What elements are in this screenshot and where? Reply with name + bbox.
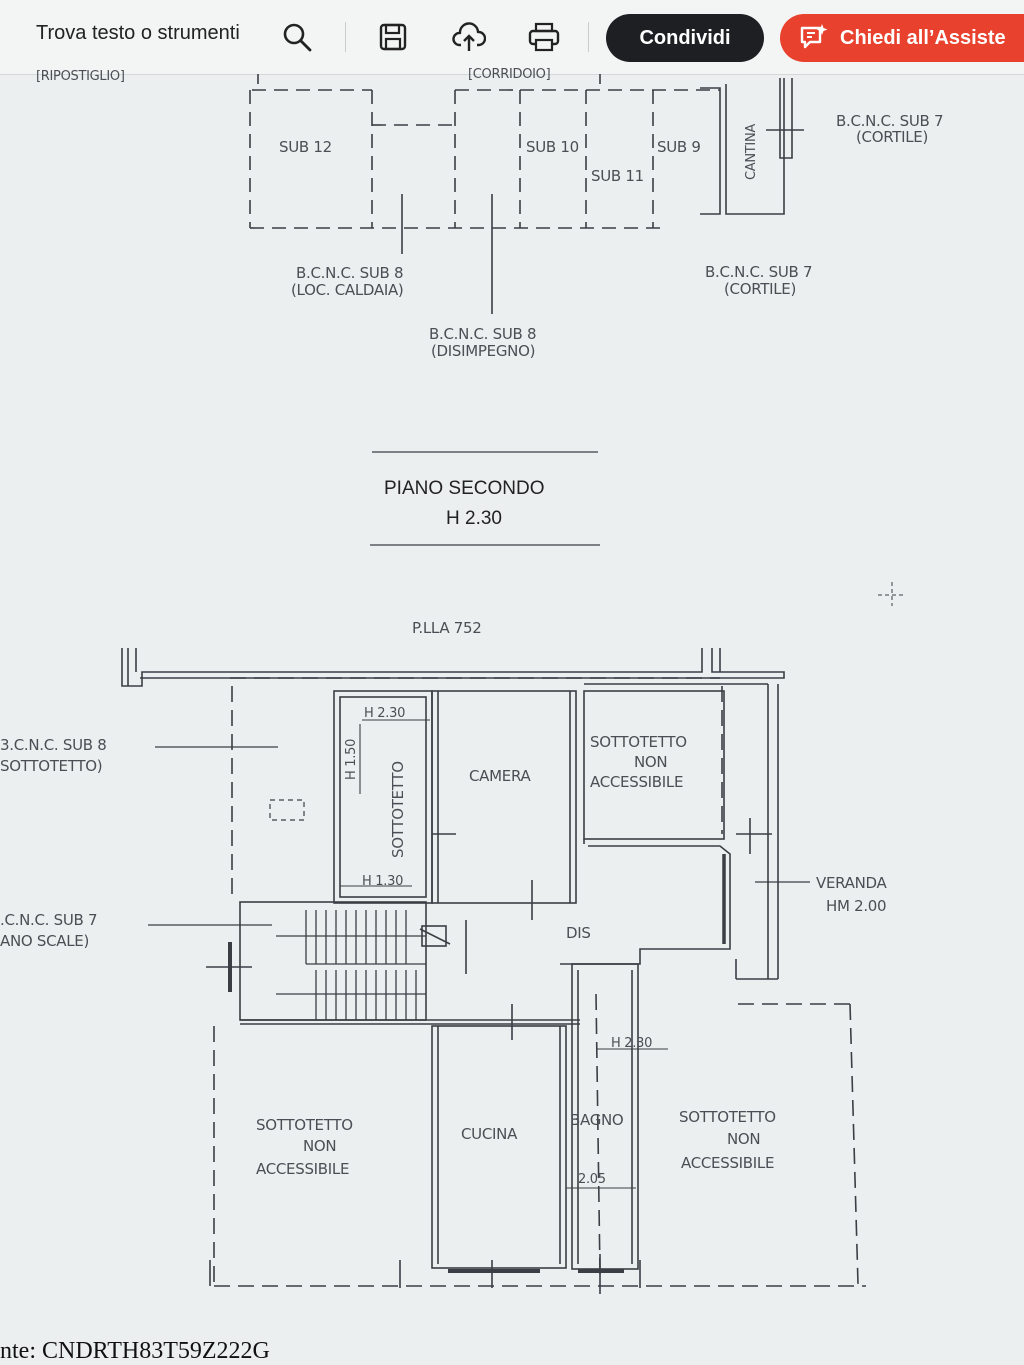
top-toolbar: Trova testo o strumenti Condividi Chiedi… — [0, 0, 1024, 75]
bcnc-sub8-disimpegno-label-2: (DISIMPEGNO) — [431, 342, 536, 360]
bcnc-sub8-caldaia-label-1: B.C.N.C. SUB 8 — [296, 264, 404, 282]
toolbar-separator — [588, 22, 589, 52]
print-icon[interactable] — [527, 20, 561, 54]
veranda-label-1: VERANDA — [816, 874, 887, 892]
bcnc-sub8-sottotetto-label-2: SOTTOTETTO) — [0, 757, 103, 775]
toolbar-separator — [345, 22, 346, 52]
find-text-tools-label[interactable]: Trova testo o strumenti — [36, 22, 240, 44]
bcnc-sub7-cortile-label-2: (CORTILE) — [724, 280, 797, 298]
cucina-label: CUCINA — [461, 1125, 518, 1143]
sottotetto-non-accessibile-left-3: ACCESSIBILE — [256, 1160, 350, 1178]
corridoio-label: [CORRIDOIO] — [468, 67, 551, 82]
bcnc-sub7-scale-label-2: ANO SCALE) — [0, 932, 89, 950]
camera-label: CAMERA — [469, 767, 531, 785]
bcnc-sub7-scale-label-1: .C.N.C. SUB 7 — [0, 911, 98, 929]
sottotetto-vertical-label: SOTTOTETTO — [389, 761, 407, 858]
search-icon[interactable] — [280, 20, 314, 54]
bcnc-sub7-cortile-label-1: B.C.N.C. SUB 7 — [705, 263, 813, 281]
dimension-h130: H 1.30 — [362, 874, 404, 889]
bcnc-sub8-caldaia-label-2: (LOC. CALDAIA) — [291, 281, 404, 299]
plla-label: P.LLA 752 — [412, 619, 482, 637]
ripostiglio-label: [RIPOSTIGLIO] — [36, 69, 125, 84]
sottotetto-non-accessibile-top-3: ACCESSIBILE — [590, 773, 684, 791]
sub9-label: SUB 9 — [657, 138, 701, 156]
floor-title: PIANO SECONDO — [384, 478, 545, 499]
floor-height: H 2.30 — [446, 508, 502, 529]
cloud-upload-icon[interactable] — [452, 20, 486, 54]
dimension-205: 2.05 — [578, 1172, 606, 1187]
save-icon[interactable] — [376, 20, 410, 54]
sottotetto-non-accessibile-right-3: ACCESSIBILE — [681, 1154, 775, 1172]
floor-plan-drawing — [121, 74, 905, 1294]
ask-ai-assistant-button[interactable]: Chiedi all’Assiste — [780, 14, 1024, 62]
ai-assistant-icon — [800, 24, 828, 49]
bcnc-sub8-sottotetto-label-1: 3.C.N.C. SUB 8 — [0, 736, 107, 754]
sottotetto-non-accessibile-left-1: SOTTOTETTO — [256, 1116, 353, 1134]
sottotetto-non-accessibile-right-2: NON — [727, 1130, 761, 1148]
sottotetto-non-accessibile-right-1: SOTTOTETTO — [679, 1108, 776, 1126]
dimension-h150: H 1.50 — [344, 738, 359, 780]
sub12-label: SUB 12 — [279, 138, 332, 156]
cantina-label: CANTINA — [744, 124, 759, 180]
sub10-label: SUB 10 — [526, 138, 579, 156]
sub11-label: SUB 11 — [591, 167, 644, 185]
ask-ai-assistant-label: Chiedi all’Assiste — [840, 26, 1006, 49]
veranda-label-2: HM 2.00 — [826, 897, 887, 915]
sottotetto-non-accessibile-top-2: NON — [634, 753, 668, 771]
bcnc-sub7-cortile-right-label-2: (CORTILE) — [856, 128, 929, 146]
bcnc-sub7-cortile-right-label-1: B.C.N.C. SUB 7 — [836, 112, 944, 130]
dis-label: DIS — [566, 924, 591, 942]
sottotetto-non-accessibile-top-1: SOTTOTETTO — [590, 733, 687, 751]
bcnc-sub8-disimpegno-label-1: B.C.N.C. SUB 8 — [429, 325, 537, 343]
dimension-h230-top: H 2.30 — [364, 706, 406, 721]
dimension-h230-bagno: H 2.30 — [611, 1036, 653, 1051]
sottotetto-non-accessibile-left-2: NON — [303, 1137, 337, 1155]
share-button[interactable]: Condividi — [606, 14, 764, 62]
bagno-label: BAGNO — [570, 1111, 624, 1129]
fiscal-code-text: nte: CNDRTH83T59Z222G — [0, 1338, 270, 1364]
